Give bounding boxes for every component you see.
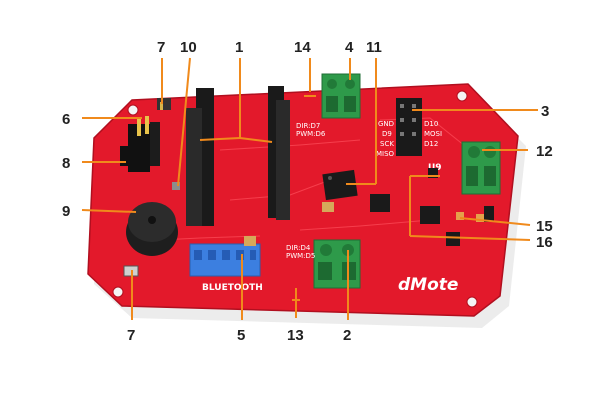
callout-14: 14 bbox=[294, 39, 311, 56]
callout-12: 12 bbox=[536, 143, 553, 160]
callout-9: 9 bbox=[62, 203, 70, 220]
capacitor bbox=[322, 202, 334, 212]
mounting-holes bbox=[112, 90, 478, 308]
bluetooth-connector bbox=[189, 236, 261, 277]
motor-top-silk-1: DIR:D7 bbox=[296, 122, 320, 130]
callout-labels: 1 2 3 4 5 6 7 7 8 9 10 11 12 13 14 15 16 bbox=[62, 39, 553, 344]
motor-left-silk-1: DIR:D4 bbox=[286, 244, 311, 252]
callout-15: 15 bbox=[536, 218, 553, 235]
callout-7-top: 7 bbox=[157, 39, 165, 56]
callout-16: 16 bbox=[536, 234, 553, 251]
callout-11: 11 bbox=[366, 39, 382, 56]
pin-miso: MISO bbox=[376, 150, 395, 158]
callout-lines bbox=[81, 57, 538, 320]
motor-left-silk-2: PWM:D5 bbox=[286, 252, 315, 260]
jumper-top bbox=[157, 98, 171, 110]
pin-gnd: GND bbox=[378, 120, 394, 128]
brand-logo: dMote bbox=[398, 275, 458, 295]
motor-terminal-bottom bbox=[313, 239, 361, 289]
callout-13: 13 bbox=[287, 327, 304, 344]
callout-5: 5 bbox=[237, 327, 245, 344]
pin-d12: D12 bbox=[424, 140, 438, 148]
led bbox=[172, 182, 180, 190]
callout-3: 3 bbox=[541, 103, 549, 120]
callout-2: 2 bbox=[343, 327, 351, 344]
callout-6: 6 bbox=[62, 111, 70, 128]
left-pin-headers bbox=[120, 116, 160, 172]
regulators bbox=[370, 168, 460, 246]
bluetooth-silk: BLUETOOTH bbox=[202, 283, 263, 293]
pin-sck: SCK bbox=[380, 140, 394, 148]
icsp-header bbox=[396, 98, 422, 156]
buzzer bbox=[126, 202, 178, 256]
callout-8: 8 bbox=[62, 155, 70, 172]
motor-terminal-top bbox=[321, 73, 361, 119]
callout-1: 1 bbox=[235, 39, 243, 56]
callout-7-bottom: 7 bbox=[127, 327, 135, 344]
callout-10: 10 bbox=[180, 39, 197, 56]
motor-driver-chip bbox=[322, 169, 358, 201]
motor-top-silk-2: PWM:D6 bbox=[296, 130, 326, 138]
status-leds bbox=[456, 206, 494, 222]
pin-mosi: MOSI bbox=[424, 130, 442, 138]
pin-d10: D10 bbox=[424, 120, 438, 128]
callout-4: 4 bbox=[345, 39, 354, 56]
arduino-header-right-2 bbox=[276, 100, 290, 220]
arduino-header-left-2 bbox=[186, 108, 202, 226]
pin-d9: D9 bbox=[382, 130, 392, 138]
